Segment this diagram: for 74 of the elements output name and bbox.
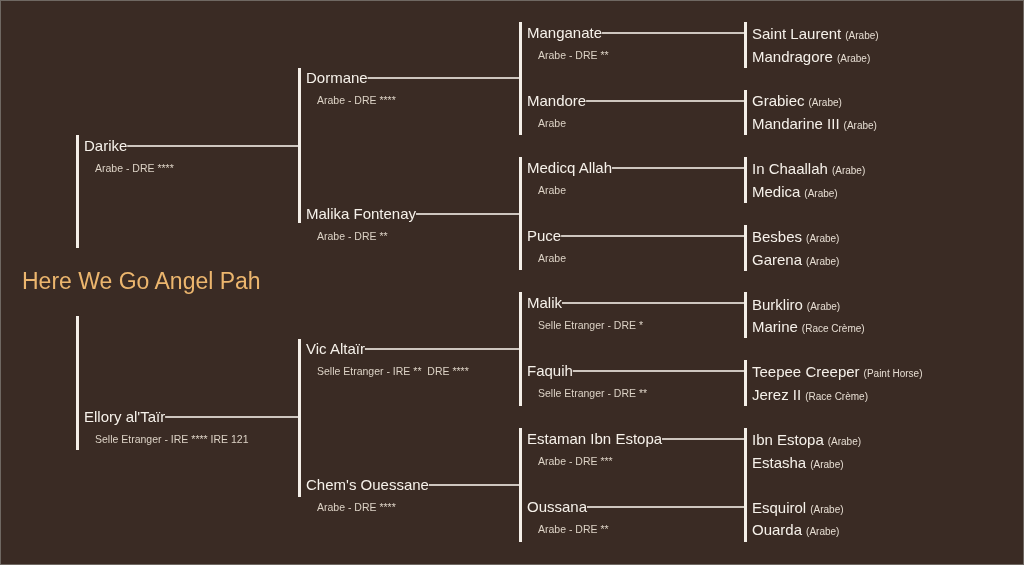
breed-label: (Race Crème) [805,390,868,403]
horse-name: Besbes [747,228,803,246]
breed-info: Arabe [538,184,567,197]
breed-info: Arabe - DRE **** [317,94,396,107]
breed-info: Selle Etranger - DRE ** [538,387,648,400]
breed-label: (Paint Horse) [863,367,923,380]
breed-label: (Arabe) [836,52,871,65]
breed-info: Selle Etranger - IRE ** DRE **** [317,365,469,378]
horse-name: Estasha [747,454,807,472]
breed-label: (Race Crème) [801,322,865,335]
bracket-bar [744,428,747,542]
breed-info: Arabe - DRE ** [317,230,388,243]
bracket-bar [519,428,522,542]
bracket-bar [744,360,747,406]
horse-name: Medica [747,183,801,201]
breed-label: (Arabe) [845,29,879,42]
breed-label: (Arabe) [810,458,844,471]
horse-name: Marine [747,318,798,336]
horse-name: Burkliro [747,296,803,314]
bracket-bar [298,68,301,223]
horse-name: Malik [522,294,562,312]
breed-label: (Arabe) [843,119,877,132]
horse-name: Faquih [522,362,573,380]
horse-name: Estaman Ibn Estopa [522,430,663,448]
bracket-bar [744,292,747,338]
horse-name: Garena [747,251,803,269]
bracket-bar [744,90,747,135]
horse-name: Mandore [522,92,587,110]
breed-label: (Arabe) [806,232,840,245]
horse-name: Medicq Allah [522,159,613,177]
horse-name: Darike [79,137,128,155]
bracket-bar [744,225,747,271]
horse-name: Puce [522,227,562,245]
horse-name: Saint Laurent [747,25,842,43]
breed-label: (Arabe) [806,525,840,538]
horse-name: Vic Altaïr [301,340,365,358]
horse-name: Teepee Creeper [747,363,860,381]
horse-name: Mandarine III [747,115,840,133]
bracket-bar [744,157,747,203]
pedigree-title: Here We Go Angel Pah [22,268,261,294]
breed-label: (Arabe) [810,503,844,516]
breed-info: Arabe [538,117,567,130]
breed-label: (Arabe) [831,164,866,177]
horse-name: In Chaallah [747,160,828,178]
horse-name: Mandragore [747,48,833,66]
bracket-bar [519,22,522,135]
breed-info: Arabe - DRE ** [538,523,609,536]
horse-name: Ellory al'Taïr [79,408,166,426]
bracket-bar [298,339,301,497]
horse-name: Oussana [522,498,588,516]
breed-info: Selle Etranger - DRE * [538,319,644,332]
breed-info: Arabe - DRE **** [95,162,174,175]
horse-name: Ibn Estopa [747,431,824,449]
breed-label: (Arabe) [808,96,842,109]
horse-name: Grabiec [747,92,805,110]
breed-label: (Arabe) [806,255,840,268]
bracket-bar [519,157,522,270]
breed-info: Arabe - DRE **** [317,501,396,514]
breed-info: Arabe - DRE *** [538,455,613,468]
horse-name: Manganate [522,24,603,42]
horse-name: Ouarda [747,521,803,539]
horse-name: Dormane [301,69,368,87]
breed-label: (Arabe) [806,300,841,313]
bracket-bar [519,292,522,406]
horse-name: Esquirol [747,499,807,517]
horse-name: Jerez II [747,386,802,404]
breed-label: (Arabe) [804,187,838,200]
horse-name: Malika Fontenay [301,205,417,223]
breed-info: Arabe [538,252,567,265]
breed-info: Arabe - DRE ** [538,49,609,62]
horse-name: Chem's Ouessane [301,476,429,494]
bracket-bar [744,22,747,68]
breed-info: Selle Etranger - IRE **** IRE 121 [95,433,249,446]
breed-label: (Arabe) [827,435,862,448]
